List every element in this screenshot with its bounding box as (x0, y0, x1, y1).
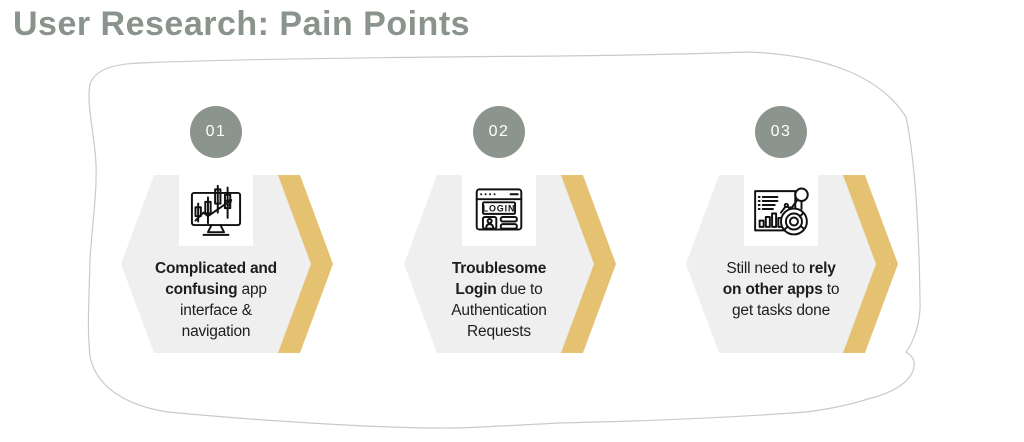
text-line: Still need to rely (726, 260, 836, 277)
analytics-dashboard-icon (744, 172, 818, 246)
text-line: get tasks done (731, 302, 831, 319)
page-title: User Research: Pain Points (13, 5, 471, 43)
text-line: navigation (181, 323, 251, 340)
candlestick-chart-monitor-icon (179, 172, 253, 246)
text-line: Login due to (455, 281, 543, 298)
step-number-badge: 02 (473, 106, 525, 158)
text-line: interface & (180, 302, 252, 319)
pain-point-text: Complicated and confusing app interface & n… (129, 258, 303, 342)
step-number-badge: 01 (190, 106, 242, 158)
pain-point-card-3: 03 Still need to rely on other apps to get… (686, 106, 898, 353)
login-window-icon: LOGIN (462, 172, 536, 246)
text-line: Authentication (451, 302, 547, 319)
pain-point-text: Still need to rely on other apps to get ta… (694, 258, 868, 321)
text-line: on other apps to (722, 281, 840, 298)
pain-point-card-1: 01 Complicated and confusing app interface… (121, 106, 333, 353)
text-line: Requests (467, 323, 531, 340)
step-number-badge: 03 (755, 106, 807, 158)
text-line: Troublesome (451, 260, 547, 277)
text-line: Complicated and (155, 260, 277, 277)
login-icon-label: LOGIN (483, 204, 516, 214)
text-line: confusing app (165, 281, 267, 298)
